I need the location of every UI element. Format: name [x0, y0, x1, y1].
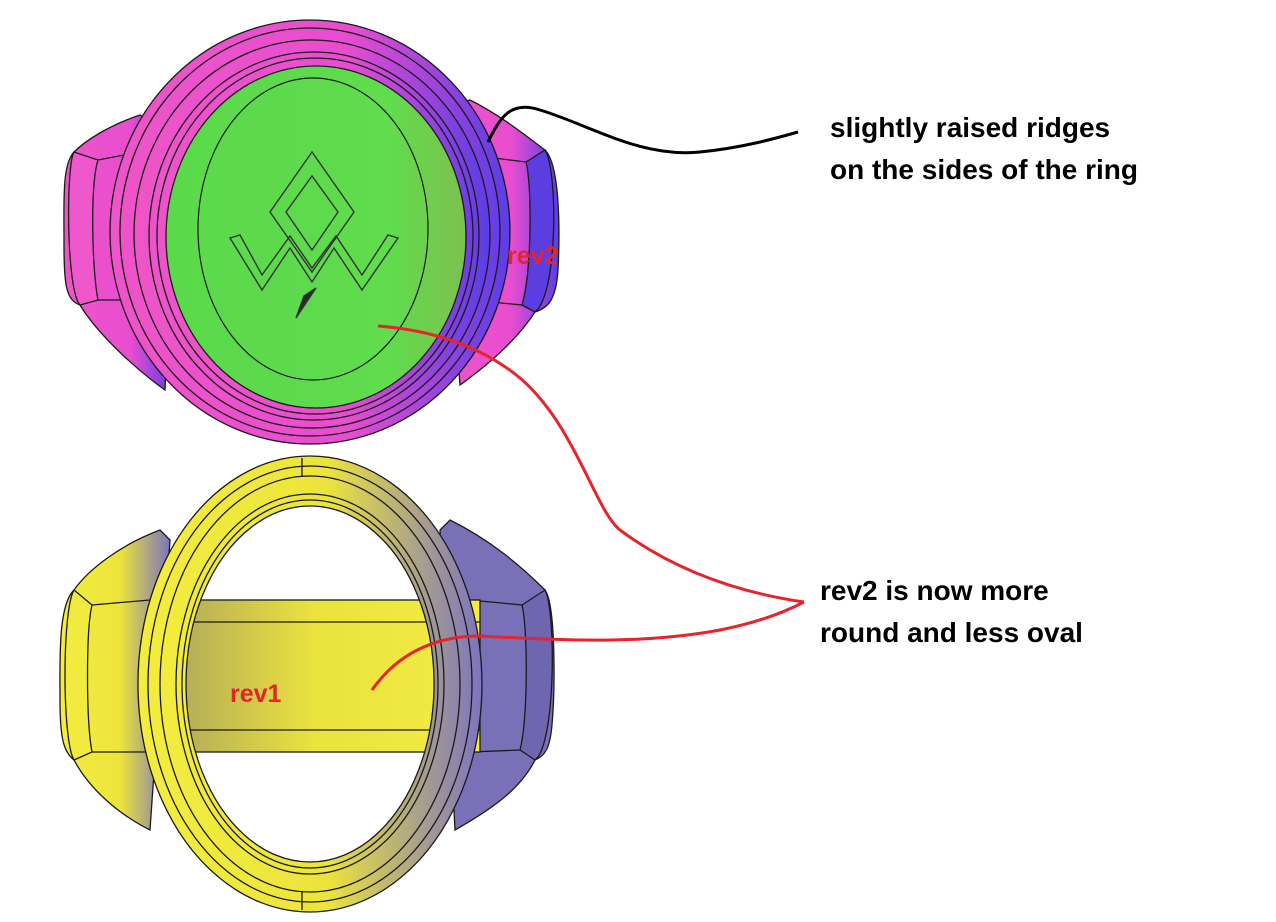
- rev1-label: rev1: [230, 680, 282, 708]
- ridges-annotation-line1: slightly raised ridges: [830, 112, 1111, 143]
- rev2-leader-line: [377, 324, 805, 604]
- rev1-inner-band: [149, 599, 481, 753]
- rev1-leader-line: [370, 600, 805, 691]
- rev1-oval-frame: [137, 455, 483, 913]
- ridges-annotation: slightly raised ridges on the sides of t…: [830, 107, 1138, 191]
- ridges-leader-line: [486, 105, 799, 155]
- rev2-ring: [63, 19, 560, 445]
- shape-annotation-line2: round and less oval: [820, 617, 1083, 648]
- rev2-label: rev2: [507, 242, 559, 270]
- rev1-ring: [59, 455, 555, 913]
- rev2-emblem: [228, 150, 400, 319]
- rev2-face: [165, 65, 467, 409]
- ridges-annotation-line2: on the sides of the ring: [830, 154, 1139, 185]
- shape-annotation-line1: rev2 is now more: [820, 575, 1049, 606]
- shape-annotation: rev2 is now more round and less oval: [820, 570, 1083, 654]
